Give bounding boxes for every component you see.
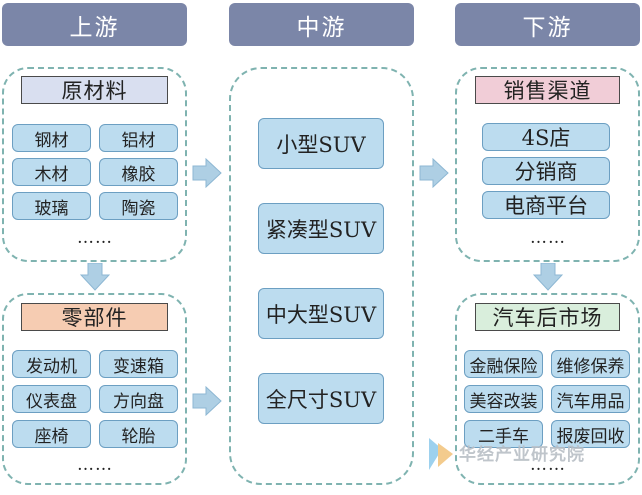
suv-fullsize: 全尺寸SUV (258, 373, 384, 424)
header-downstream: 下游 (455, 3, 640, 46)
aftermarket-item: 维修保养 (551, 350, 630, 378)
aftermarket-item: 金融保险 (464, 350, 543, 378)
aftermarket-item: 报废回收 (551, 420, 630, 448)
raw-material-item: 陶瓷 (99, 192, 178, 220)
aftermarket-ellipsis: …… (530, 455, 566, 475)
midstream-group (229, 67, 414, 485)
parts-label: 零部件 (21, 303, 168, 331)
aftermarket-item: 二手车 (464, 420, 543, 448)
part-item: 仪表盘 (12, 385, 91, 413)
arrow-right-midstream (419, 158, 449, 188)
header-midstream: 中游 (229, 3, 414, 46)
sales-channel-item: 4S店 (482, 123, 610, 151)
part-item: 发动机 (12, 350, 91, 378)
sales-channels-ellipsis: …… (530, 228, 566, 248)
parts-group (2, 293, 187, 485)
arrow-down-upstream (80, 263, 110, 291)
aftermarket-item: 美容改装 (464, 385, 543, 413)
suv-compact: 紧凑型SUV (258, 203, 384, 254)
parts-ellipsis: …… (77, 455, 113, 475)
arrow-right-raw-materials (192, 158, 222, 188)
suv-midsize: 中大型SUV (258, 288, 384, 339)
raw-materials-group (2, 67, 187, 262)
sales-channel-item: 电商平台 (482, 191, 610, 219)
watermark-text: 华经产业研究院 (459, 445, 585, 465)
header-upstream: 上游 (2, 3, 187, 46)
aftermarket-item: 汽车用品 (551, 385, 630, 413)
raw-material-item: 钢材 (12, 124, 91, 152)
aftermarket-group (455, 293, 640, 485)
arrow-down-downstream (533, 263, 563, 291)
suv-small: 小型SUV (258, 118, 384, 169)
part-item: 座椅 (12, 420, 91, 448)
raw-material-item: 橡胶 (99, 158, 178, 186)
part-item: 方向盘 (99, 385, 178, 413)
sales-channel-item: 分销商 (482, 157, 610, 185)
part-item: 变速箱 (99, 350, 178, 378)
sales-channels-group (455, 67, 640, 262)
raw-material-item: 玻璃 (12, 192, 91, 220)
part-item: 轮胎 (99, 420, 178, 448)
raw-material-item: 木材 (12, 158, 91, 186)
raw-materials-label: 原材料 (21, 76, 168, 104)
raw-materials-ellipsis: …… (77, 228, 113, 248)
arrow-right-parts (192, 386, 222, 416)
watermark-logo-icon (429, 438, 453, 470)
aftermarket-label: 汽车后市场 (475, 303, 620, 331)
sales-channels-label: 销售渠道 (475, 76, 620, 104)
raw-material-item: 铝材 (99, 124, 178, 152)
